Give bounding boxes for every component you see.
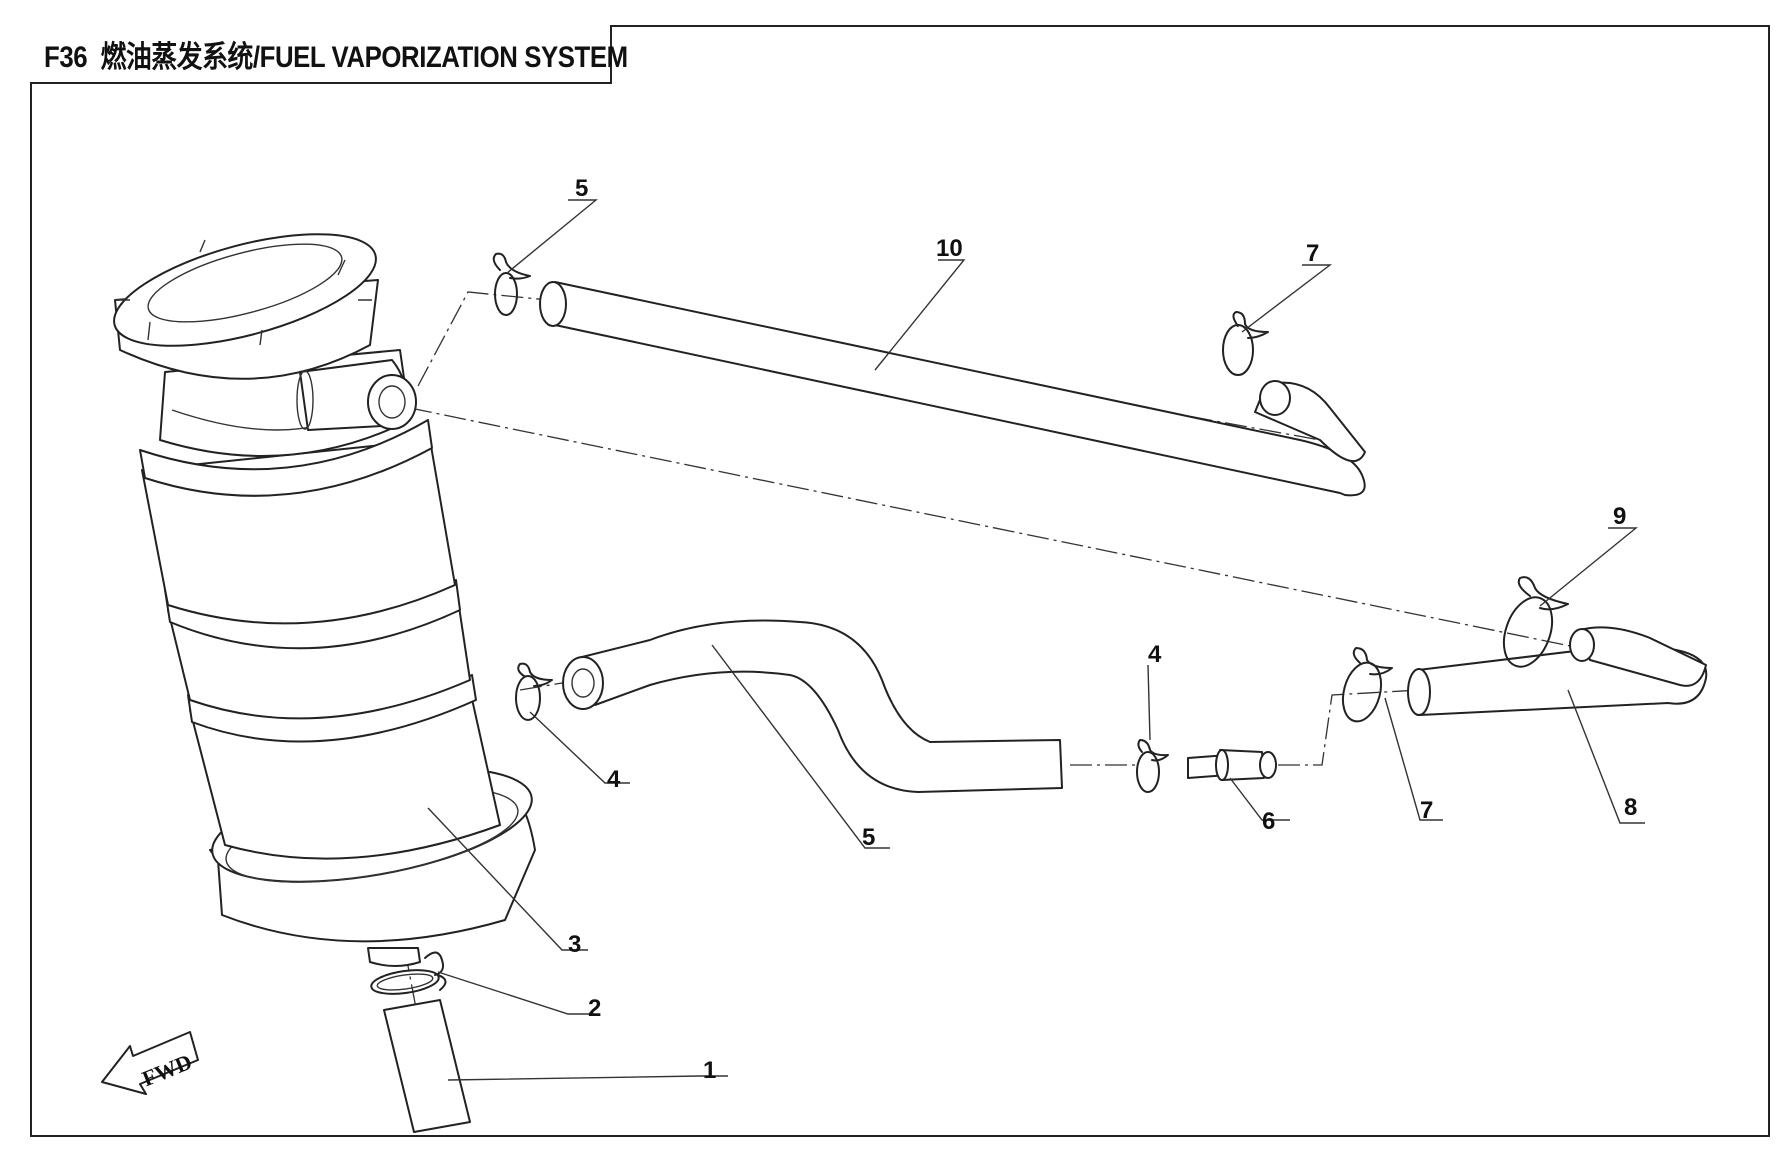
callout-numbers: 10 5 7 9 4 4 5 6 7 8 3 2 1 <box>568 175 1637 1084</box>
callout-6: 6 <box>1262 808 1275 835</box>
charcoal-canister <box>113 233 536 967</box>
top-hose-part-10 <box>539 281 1366 497</box>
middle-hose-part-5 <box>562 619 1063 793</box>
clamp-part-4-middle <box>1136 739 1169 793</box>
page-title: F36 燃油蒸发系统/FUEL VAPORIZATION SYSTEM <box>44 32 628 76</box>
clamp-part-7-right <box>1341 647 1393 723</box>
callout-5-middle: 5 <box>862 824 875 851</box>
clamp-part-9 <box>1502 576 1569 668</box>
callout-9: 9 <box>1613 503 1626 530</box>
clamp-part-5-top <box>492 252 531 316</box>
callout-7-top: 7 <box>1306 240 1319 267</box>
callout-1: 1 <box>703 1057 716 1084</box>
drawing-frame <box>30 25 1770 1137</box>
section-title: 燃油蒸发系统/FUEL VAPORIZATION SYSTEM <box>100 40 628 74</box>
leader-lines <box>427 199 1645 1081</box>
callout-4-left: 4 <box>607 766 621 793</box>
title-block: F36 燃油蒸发系统/FUEL VAPORIZATION SYSTEM <box>30 25 628 84</box>
bottom-hose-part-1 <box>383 999 471 1133</box>
centerline-connector-right <box>1278 689 1421 766</box>
callout-4-middle: 4 <box>1148 641 1162 668</box>
callout-2: 2 <box>588 995 601 1022</box>
forward-direction-arrow: FWD <box>101 1031 199 1095</box>
callout-10: 10 <box>936 235 963 262</box>
connector-part-6 <box>1187 749 1277 781</box>
clamp-part-7-top <box>1222 311 1269 376</box>
section-code: F36 <box>44 40 88 74</box>
centerline-canister-to-right-hose <box>409 407 1581 649</box>
right-hose-part-8 <box>1407 626 1708 716</box>
callout-8: 8 <box>1624 794 1637 821</box>
clamp-part-4-left <box>515 662 553 721</box>
callout-7-right: 7 <box>1420 797 1433 824</box>
callout-3: 3 <box>568 931 581 958</box>
callout-5-top: 5 <box>575 175 588 202</box>
